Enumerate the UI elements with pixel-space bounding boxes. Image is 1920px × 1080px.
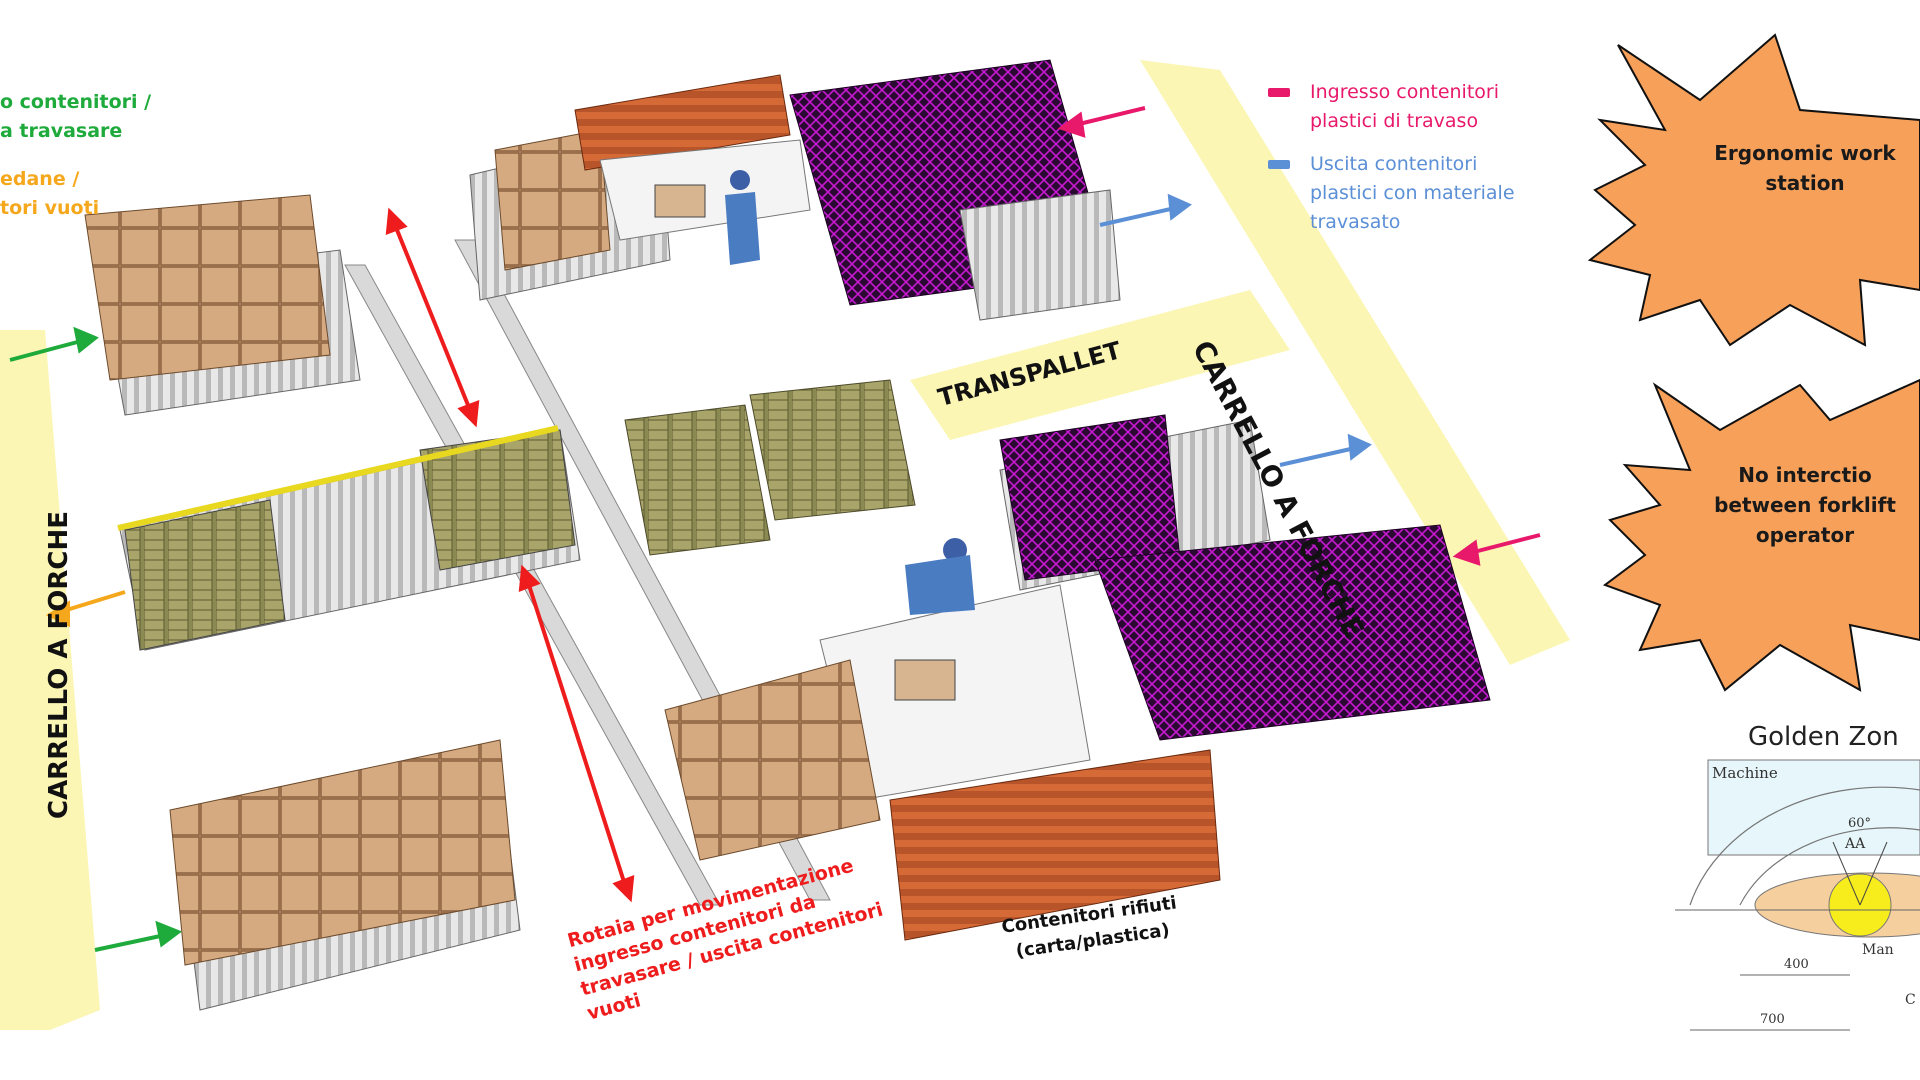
blue-arrow-top (1099, 206, 1176, 227)
safety-line2: between forklift (1714, 493, 1896, 517)
green-note-line2: a travasare (0, 120, 123, 142)
golden-zone-machine: Machine (1712, 764, 1778, 782)
golden-zone-dim-700: 700 (1760, 1012, 1785, 1027)
legend-item-outbound: Uscita contenitori plastici con material… (1310, 150, 1515, 237)
pallet-station-top-left (84, 194, 361, 416)
legend-outbound-line2: plastici con materiale (1310, 182, 1515, 204)
legend-swatch-pink (1268, 88, 1290, 97)
pink-arrow-bottom (1469, 533, 1541, 555)
pallet-station-bottom-left (169, 739, 521, 1011)
safety-callout-burst (1602, 378, 1920, 692)
orange-arrow (59, 590, 126, 614)
empty-pallets (624, 379, 916, 556)
legend-item-inbound: Ingresso contenitori plastici di travaso (1310, 78, 1499, 136)
golden-zone-edge: C (1905, 992, 1916, 1008)
red-arrow-top (393, 224, 472, 411)
legend-outbound-line1: Uscita contenitori (1310, 153, 1478, 175)
orange-note-line2: tori vuoti (0, 197, 100, 219)
transpallet-lane (910, 290, 1290, 440)
golden-zone-man: Man (1862, 942, 1894, 958)
green-note-line1: o contenitori / (0, 91, 152, 113)
forklift-lane-label-left: CARRELLO A FORCHE (44, 510, 75, 820)
right-forklift-lane (1140, 60, 1570, 665)
legend-inbound-line2: plastici di travaso (1310, 110, 1479, 132)
flow-arrows (9, 106, 1541, 952)
safety-callout-text: No interctio between forklift operator (1690, 460, 1920, 550)
conveyor-middle (117, 425, 581, 651)
green-arrow-top (9, 338, 86, 362)
safety-line1: No interctio (1738, 463, 1872, 487)
golden-zone-angle: 60° (1848, 816, 1872, 831)
safety-line3: operator (1755, 523, 1855, 547)
ergonomic-line1: Ergonomic work (1714, 141, 1896, 165)
red-arrow-bottom (526, 581, 627, 886)
orange-note: edane / tori vuoti (0, 165, 99, 223)
orange-note-line1: edane / (0, 168, 80, 190)
golden-zone-aa: AA (1845, 836, 1866, 852)
workstation-top (469, 59, 1121, 321)
legend-inbound-line1: Ingresso contenitori (1310, 81, 1499, 103)
ergonomic-callout-burst (1587, 33, 1920, 347)
golden-zone-dim-400: 400 (1784, 957, 1809, 972)
blue-arrow-bottom (1279, 446, 1356, 467)
green-arrow-bottom (94, 933, 166, 952)
golden-zone-title: Golden Zon (1748, 722, 1899, 752)
legend-outbound-line3: travasato (1310, 211, 1401, 233)
green-note: o contenitori / a travasare (0, 88, 151, 146)
left-forklift-lane (0, 330, 100, 1030)
golden-zone-diagram (1675, 759, 1920, 1031)
legend-swatch-blue (1268, 160, 1290, 169)
ergonomic-line2: station (1765, 171, 1845, 195)
workstation-bottom (664, 414, 1491, 941)
pink-arrow-top (1074, 106, 1146, 127)
ergonomic-callout-text: Ergonomic work station (1690, 138, 1920, 198)
